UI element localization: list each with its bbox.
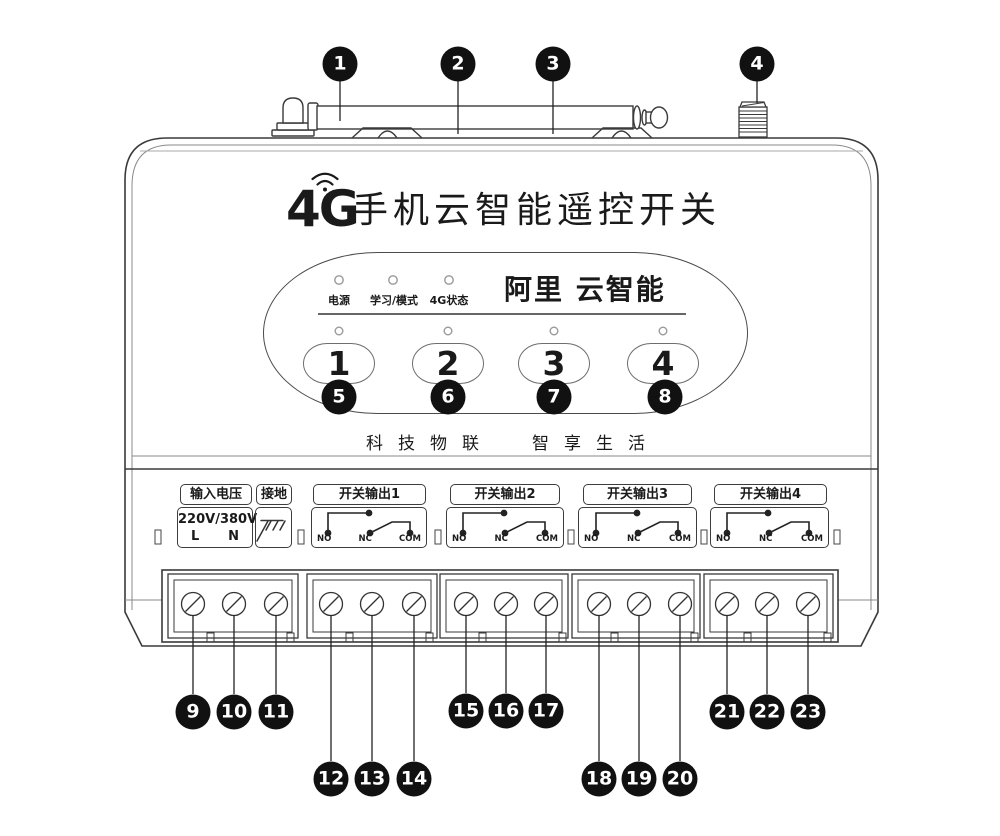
channel-button-3: 3 bbox=[518, 343, 590, 384]
channel2-led bbox=[443, 326, 453, 336]
no-label: NO bbox=[452, 534, 467, 544]
com-label: COM bbox=[669, 534, 691, 544]
output1-box: NO NC COM bbox=[311, 507, 427, 548]
output3-box: NO NC COM bbox=[578, 507, 697, 548]
channel-button-2: 2 bbox=[412, 343, 484, 384]
callout-7: 7 bbox=[536, 379, 572, 415]
callout-13: 13 bbox=[354, 761, 390, 797]
callout-19: 19 bbox=[621, 761, 657, 797]
callout-9: 9 bbox=[175, 694, 211, 730]
antenna-connector bbox=[738, 101, 768, 138]
callout-16: 16 bbox=[488, 693, 524, 729]
callout-4: 4 bbox=[739, 46, 775, 82]
callout-6: 6 bbox=[430, 379, 466, 415]
output4-box: NO NC COM bbox=[710, 507, 829, 548]
control-panel-oval bbox=[263, 252, 748, 414]
callout-1: 1 bbox=[322, 46, 358, 82]
indicator-label-4g-status: 4G状态 bbox=[429, 294, 469, 307]
callout-8: 8 bbox=[647, 379, 683, 415]
input-voltage-label: 输入电压 bbox=[180, 484, 252, 505]
logo-4g: 4G bbox=[286, 180, 360, 238]
no-label: NO bbox=[584, 534, 599, 544]
relay-diagram-output2 bbox=[459, 509, 549, 537]
output1-label: 开关输出1 bbox=[313, 484, 426, 505]
callout-20: 20 bbox=[662, 761, 698, 797]
terminal-strip bbox=[161, 569, 839, 643]
relay-diagram-output3 bbox=[592, 509, 682, 537]
no-label: NO bbox=[716, 534, 731, 544]
slogan-right: 智享生活 bbox=[532, 434, 660, 454]
com-label: COM bbox=[536, 534, 558, 544]
channel-button-4: 4 bbox=[627, 343, 699, 384]
slogan-left: 科技物联 bbox=[366, 434, 494, 454]
voltage-rating: 220V/380V bbox=[178, 512, 258, 527]
nc-label: NC bbox=[627, 534, 641, 544]
live-terminal-label: L bbox=[191, 529, 200, 544]
input-voltage-box: 220V/380V L N bbox=[177, 507, 258, 548]
mounting-clips bbox=[154, 529, 841, 545]
channel3-led bbox=[549, 326, 559, 336]
callout-18: 18 bbox=[581, 761, 617, 797]
callout-5: 5 bbox=[321, 379, 357, 415]
nc-label: NC bbox=[358, 534, 372, 544]
channel-button-1: 1 bbox=[303, 343, 375, 384]
callout-2: 2 bbox=[440, 46, 476, 82]
indicator-label-power: 电源 bbox=[328, 294, 350, 307]
output2-box: NO NC COM bbox=[446, 507, 564, 548]
com-label: COM bbox=[801, 534, 823, 544]
terminal-screws bbox=[180, 591, 821, 617]
ground-label: 接地 bbox=[256, 484, 292, 505]
antenna bbox=[271, 97, 669, 139]
callout-21: 21 bbox=[709, 694, 745, 730]
callout-22: 22 bbox=[749, 694, 785, 730]
callout-23: 23 bbox=[790, 694, 826, 730]
learn-mode-led bbox=[388, 275, 398, 285]
no-label: NO bbox=[317, 534, 332, 544]
relay-diagram-output1 bbox=[324, 509, 414, 537]
callout-11: 11 bbox=[258, 694, 294, 730]
callout-3: 3 bbox=[535, 46, 571, 82]
nc-label: NC bbox=[494, 534, 508, 544]
neutral-terminal-label: N bbox=[228, 529, 239, 544]
output4-label: 开关输出4 bbox=[714, 484, 827, 505]
output2-label: 开关输出2 bbox=[450, 484, 560, 505]
relay-diagram-output4 bbox=[723, 509, 813, 537]
4g-status-led bbox=[444, 275, 454, 285]
com-label: COM bbox=[399, 534, 421, 544]
nc-label: NC bbox=[759, 534, 773, 544]
strip-tabs bbox=[206, 632, 832, 643]
callout-10: 10 bbox=[216, 694, 252, 730]
callout-15: 15 bbox=[448, 693, 484, 729]
callout-17: 17 bbox=[528, 693, 564, 729]
wifi-icon bbox=[311, 172, 339, 192]
callout-lines bbox=[192, 81, 809, 761]
callout-12: 12 bbox=[313, 761, 349, 797]
device-title: 手机云智能遥控开关 bbox=[352, 190, 722, 231]
brand-label: 阿里 云智能 bbox=[504, 273, 666, 306]
callout-14: 14 bbox=[396, 761, 432, 797]
ground-box bbox=[255, 507, 292, 548]
relay-diagrams bbox=[324, 509, 813, 537]
output3-label: 开关输出3 bbox=[583, 484, 692, 505]
indicator-label-learn-mode: 学习/模式 bbox=[369, 294, 419, 307]
device-body-outline bbox=[124, 137, 879, 647]
ground-symbol bbox=[256, 519, 286, 542]
